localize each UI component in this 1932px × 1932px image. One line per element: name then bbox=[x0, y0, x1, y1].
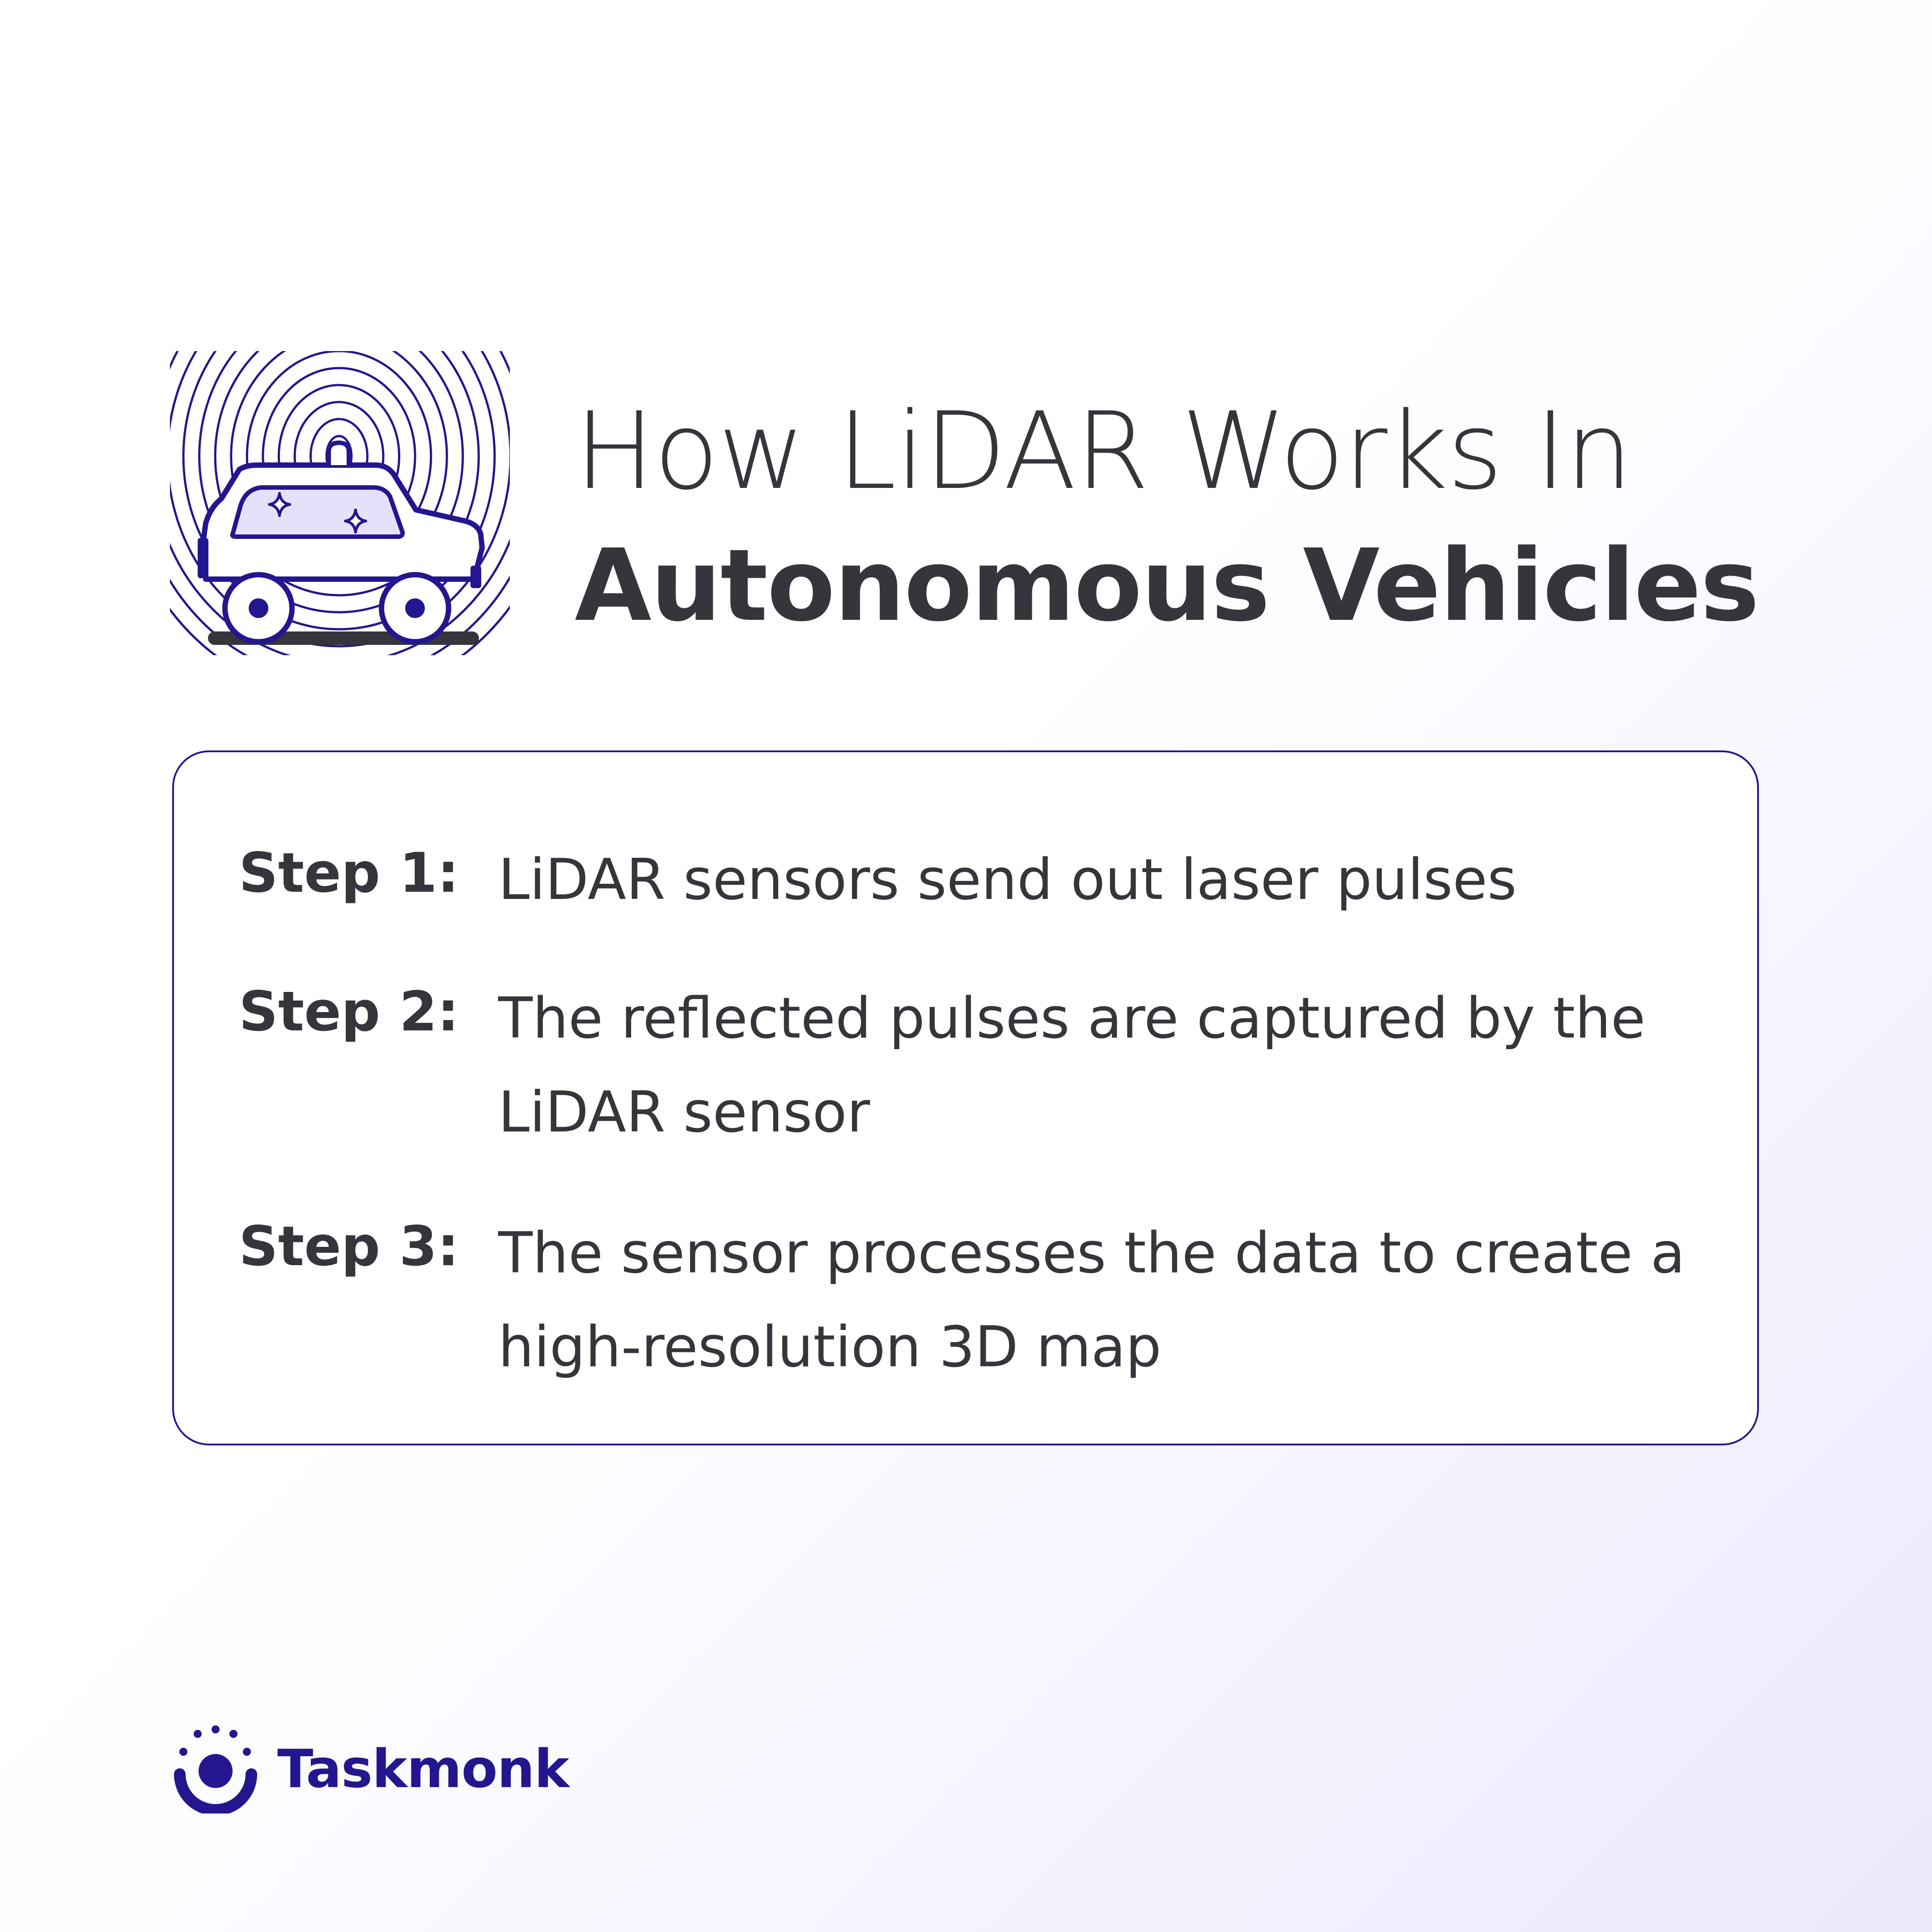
signal-ring bbox=[198, 351, 480, 614]
title-line-2: Autonomous Vehicles bbox=[575, 528, 1759, 644]
signal-ring bbox=[214, 351, 464, 597]
step-text: The sensor processes the data to create … bbox=[498, 1220, 1685, 1380]
taskmonk-logo-icon bbox=[174, 1725, 257, 1813]
lidar-car-icon bbox=[170, 351, 510, 655]
signal-ring bbox=[182, 351, 496, 631]
brand-logo: Taskmonk bbox=[170, 1724, 617, 1822]
page-title: How LiDAR Works In Autonomous Vehicles bbox=[575, 385, 1759, 653]
signal-ring bbox=[170, 351, 510, 648]
step-text: The reflected pulses are captured by the… bbox=[498, 985, 1646, 1145]
step-text: LiDAR sensors send out laser pulses bbox=[498, 847, 1517, 912]
steps-card: Step 1: LiDAR sensors send out laser pul… bbox=[172, 750, 1759, 1445]
step-label: Step 2: bbox=[239, 980, 459, 1043]
step-label: Step 3: bbox=[239, 1215, 459, 1278]
step-label: Step 1: bbox=[239, 841, 459, 905]
car-illustration bbox=[198, 440, 485, 645]
title-line-1: How LiDAR Works In bbox=[575, 390, 1633, 513]
brand-name: Taskmonk bbox=[277, 1738, 569, 1800]
